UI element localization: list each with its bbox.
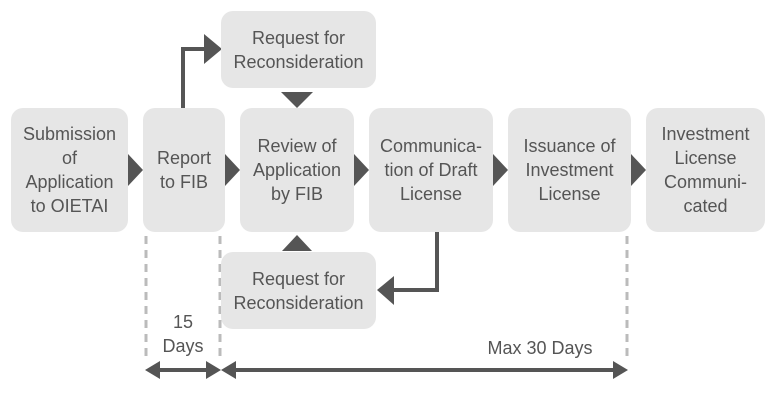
flow-arrow-2 <box>225 154 240 186</box>
reconsideration-bottom-box: Request for Reconsideration <box>221 252 376 329</box>
report-to-reconsideration-arrowhead <box>204 34 222 64</box>
step-submission: Submission of Application to OIETAI <box>11 108 128 232</box>
step-communicated-label: Investment License Communi- cated <box>661 124 750 216</box>
flow-arrow-5 <box>631 154 646 186</box>
duration-long-head-left <box>221 361 236 379</box>
flow-arrow-3 <box>354 154 369 186</box>
step-communication-label: Communica- tion of Draft License <box>379 136 483 204</box>
duration-long-head-right <box>613 361 628 379</box>
reconsideration-bottom-arrowhead <box>282 235 312 251</box>
step-issuance-label: Issuance of Investment License <box>523 136 616 204</box>
step-communicated: Investment License Communi- cated <box>646 108 765 232</box>
duration-short-head-left <box>145 361 160 379</box>
communication-to-reconsideration-arrowhead <box>377 276 394 305</box>
reconsideration-top-box: Request for Reconsideration <box>221 11 376 88</box>
step-review: Review of Application by FIB <box>240 108 354 232</box>
duration-short-label: 15 Days <box>162 312 204 356</box>
duration-short-head-right <box>206 361 221 379</box>
reconsideration-bottom-label: Request for Reconsideration <box>233 268 364 313</box>
step-communication: Communica- tion of Draft License <box>369 108 493 232</box>
flow-arrow-1 <box>128 154 143 186</box>
reconsideration-top-label: Request for Reconsideration <box>233 27 364 72</box>
reconsideration-top-arrowhead <box>281 92 313 108</box>
report-to-reconsideration-line <box>181 47 206 108</box>
step-submission-label: Submission of Application to OIETAI <box>22 124 117 216</box>
step-report: Report to FIB <box>143 108 225 232</box>
step-report-label: Report to FIB <box>156 148 212 192</box>
duration-long-label: Max 30 Days <box>487 338 593 358</box>
communication-to-reconsideration-line <box>392 232 439 292</box>
flow-arrow-4 <box>493 154 508 186</box>
step-review-label: Review of Application by FIB <box>252 136 342 204</box>
step-issuance: Issuance of Investment License <box>508 108 631 232</box>
